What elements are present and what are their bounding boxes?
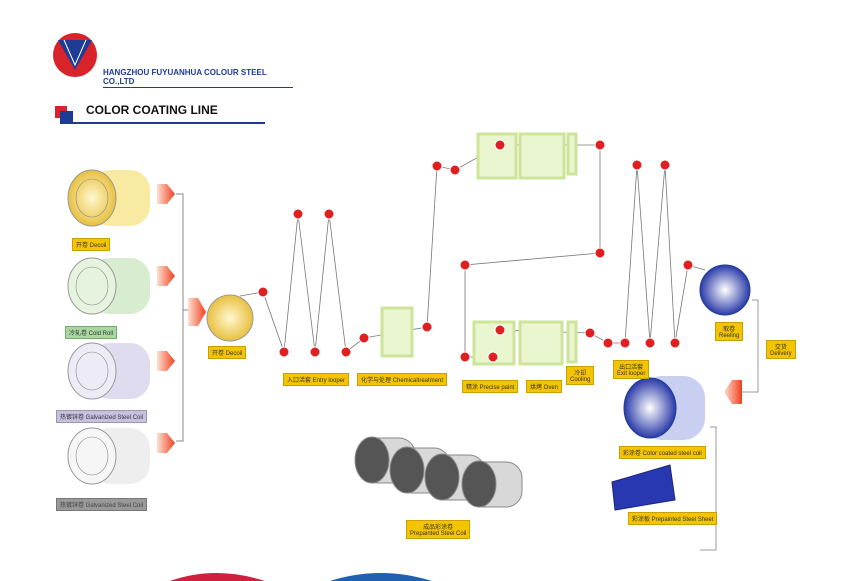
page-title: COLOR COATING LINE [86,103,218,117]
label-color-coated-coil: 彩涂卷 Color coated steel coil [619,446,706,459]
label-decoil: 开卷 Decoil [208,346,247,359]
arrow-icons [157,184,742,453]
label-cold-roll: 冷轧卷 Cold Roll [65,326,118,339]
finished-coils [354,436,523,508]
decoil-coil [206,294,254,342]
label-galvanized-1: 热镀锌卷 Galvanized Steel Coil [56,410,148,423]
label-prepainted-sheet: 彩涂板 Prepainted Steel Sheet [628,512,718,525]
company-name: HANGZHOU FUYUANHUA COLOUR STEEL CO.,LTD [103,68,293,88]
input-coils [67,169,150,485]
reeling-coil [699,264,751,316]
roller-icons [257,139,694,363]
steel-sheet [611,464,676,511]
title-underline [70,122,265,124]
color-coated-coil [623,376,705,440]
title-accent-blue [60,111,73,124]
label-precise-paint: 精涂 Precise paint [462,380,519,393]
company-logo [53,33,97,77]
label-oven: 烘烤 Oven [526,380,563,393]
treatment-tanks [380,132,578,366]
label-decoil-input: 开卷 Decoil [72,238,111,251]
label-galvanized-2: 热镀锌卷 Galvanized Steel Coil [56,498,148,511]
label-entry-looper: 入口活套 Entry looper [283,373,350,386]
label-chemical-treatment: 化学与处理 Chemicaltreatment [357,373,448,386]
